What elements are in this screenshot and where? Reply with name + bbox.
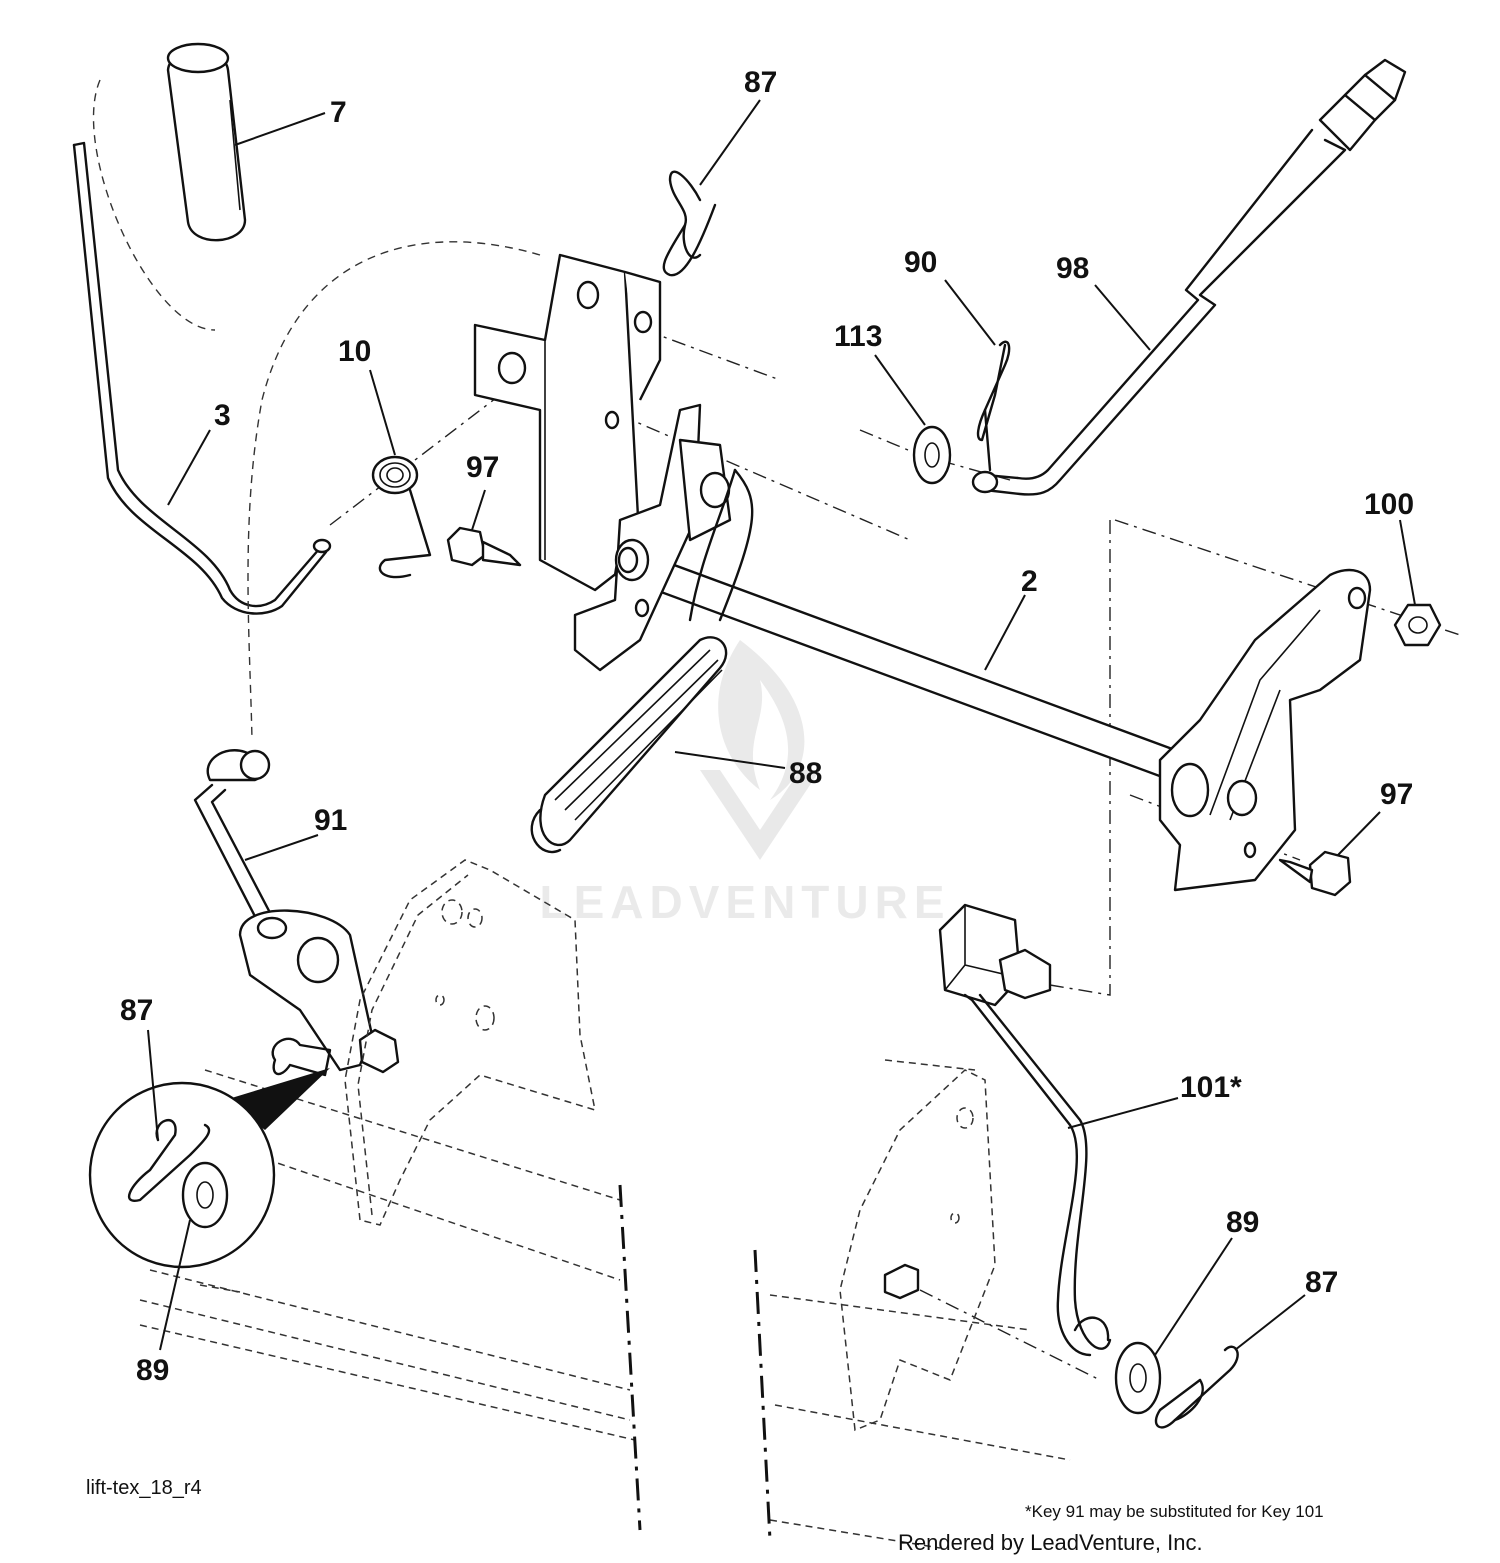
- callout-87-right: 87: [1305, 1266, 1338, 1299]
- bolt-97-right: [1278, 850, 1352, 897]
- watermark-text: LEADVENTURE: [539, 876, 950, 928]
- torsion-spring: [371, 455, 432, 579]
- extension-spring: [530, 468, 754, 854]
- leader-lines: [147, 99, 1416, 1356]
- callout-87-left: 87: [120, 994, 153, 1027]
- lift-link-91: [193, 749, 400, 1077]
- washer-113: [912, 425, 952, 485]
- hair-pin-clip-right: [1154, 1345, 1239, 1429]
- callout-98: 98: [1056, 252, 1089, 285]
- deck-bracket-left: [139, 859, 636, 1441]
- assembly-line-a: [329, 394, 501, 526]
- callout-89-left: 89: [136, 1354, 169, 1387]
- callout-97-left: 97: [466, 451, 499, 484]
- assembly-line-b: [644, 329, 781, 381]
- detail-inset: [88, 1068, 330, 1269]
- callout-101: 101*: [1180, 1071, 1242, 1104]
- lift-handle-rod: [72, 141, 332, 615]
- adjust-link-101: [938, 903, 1112, 1357]
- callout-88: 88: [789, 757, 822, 790]
- callout-100: 100: [1364, 488, 1414, 521]
- bolt-97-left: [446, 526, 522, 567]
- callout-10: 10: [338, 335, 371, 368]
- callout-7: 7: [330, 96, 347, 129]
- handle-grip: [166, 42, 247, 242]
- hair-pin-clip-top: [662, 170, 717, 277]
- assembly-line-e: [1049, 520, 1111, 996]
- callout-87-top: 87: [744, 66, 777, 99]
- render-credit: Rendered by LeadVenture, Inc.: [898, 1530, 1203, 1555]
- callout-89-right: 89: [1226, 1206, 1259, 1239]
- callout-97-right: 97: [1380, 778, 1413, 811]
- washer-89-right: [1114, 1341, 1162, 1415]
- centerline-left: [618, 1184, 642, 1531]
- assembly-line-h: [919, 1289, 1101, 1381]
- lift-shaft-assembly: [573, 403, 1372, 892]
- assembly-line-c: [619, 414, 911, 541]
- centerline-right: [753, 1249, 772, 1541]
- watermark-logo: [700, 640, 820, 860]
- hex-nut-100: [1393, 603, 1442, 647]
- callout-90: 90: [904, 246, 937, 279]
- callout-2: 2: [1021, 565, 1038, 598]
- callout-113: 113: [834, 320, 882, 353]
- drawing-id: lift-tex_18_r4: [86, 1477, 202, 1499]
- assembly-line-handle: [247, 241, 541, 741]
- adjust-rod-98: [971, 58, 1407, 496]
- deck-bracket-right: [769, 1059, 1071, 1549]
- footnote: *Key 91 may be substituted for Key 101: [1025, 1502, 1324, 1521]
- callout-3: 3: [214, 399, 231, 432]
- callout-91: 91: [314, 804, 347, 837]
- hair-pin-clip-90: [976, 340, 1011, 472]
- handle-dash-arc: [92, 79, 216, 331]
